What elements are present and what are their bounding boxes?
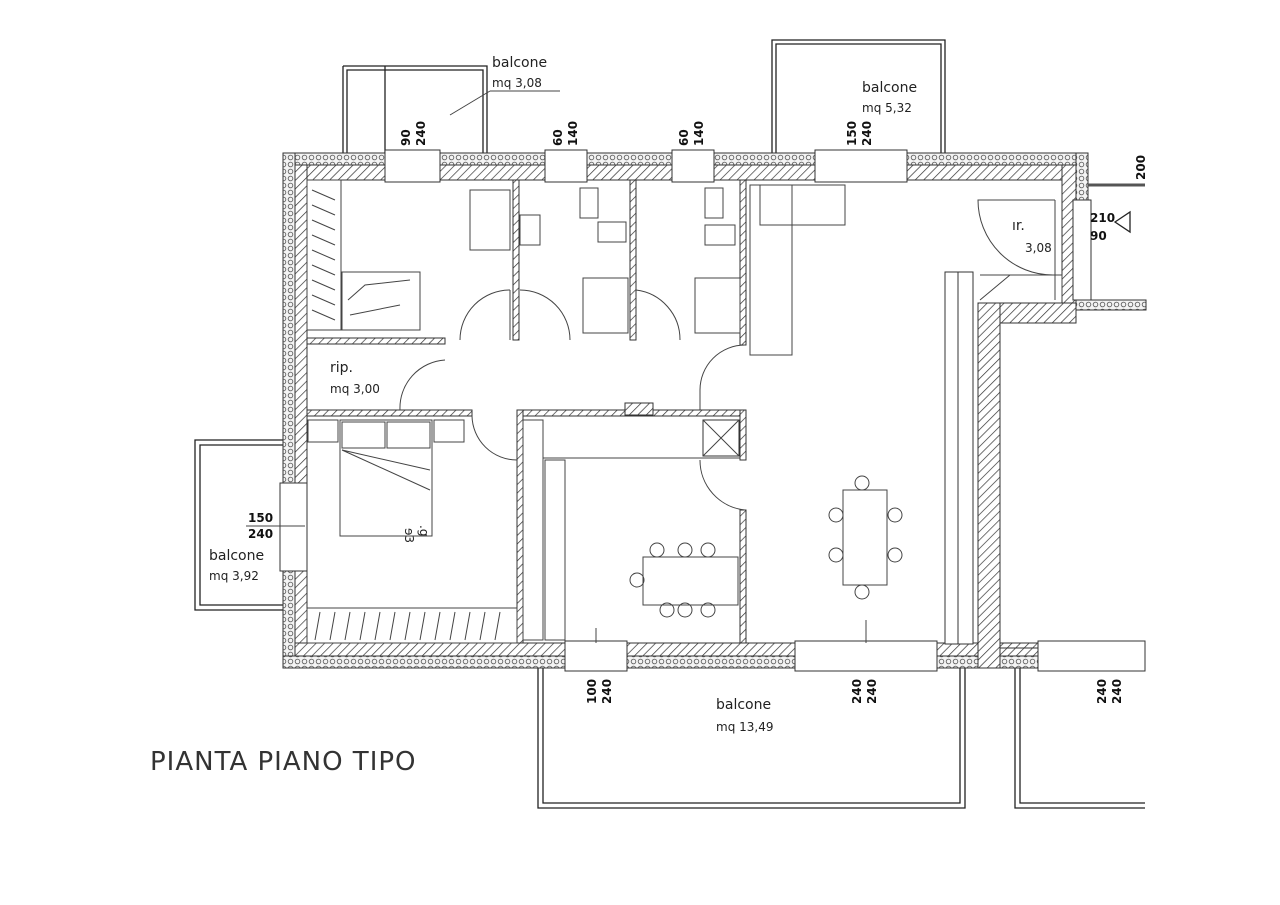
balcony-labels: balcone mq 3,08 balcone mq 5,32 balcone … [209, 55, 917, 734]
window-height: 240 [1110, 679, 1124, 704]
room-label-entry: ır. [1012, 218, 1025, 234]
window-height: 240 [865, 679, 879, 704]
room-label-rip: rip. [330, 360, 353, 376]
window-width: 90 [399, 129, 413, 146]
window-height: 240 [860, 121, 874, 146]
interior-walls [306, 179, 1063, 645]
room-area-entry: 3,08 [1025, 241, 1052, 255]
balcony-area: mq 3,92 [209, 569, 259, 583]
window-width: 240 [850, 679, 864, 704]
furniture [306, 179, 903, 644]
window-width: 240 [1095, 679, 1109, 704]
window-width: 60 [551, 129, 565, 146]
room-labels: rip. mq 3,00 ır. 3,08 ɘ3 .g [330, 218, 1052, 543]
balcony-area: mq 3,08 [492, 76, 542, 90]
railing-dimension: 200 [1134, 155, 1148, 180]
window-height: 140 [566, 121, 580, 146]
window-width: 60 [677, 129, 691, 146]
balcony-label: balcone [862, 80, 917, 96]
window-width: 150 [845, 121, 859, 146]
balcony-area: mq 5,32 [862, 101, 912, 115]
window-height: 240 [600, 679, 614, 704]
doors [399, 199, 1056, 511]
windows [279, 149, 1146, 672]
window-width: 100 [585, 679, 599, 704]
balcony-outlines [194, 39, 1145, 809]
window-height: 240 [248, 527, 273, 541]
bed-text: .g [417, 525, 431, 536]
door-height: 210 [1090, 211, 1115, 225]
balcony-label: balcone [716, 697, 771, 713]
door-width: 90 [1090, 229, 1107, 243]
room-area-rip: mq 3,00 [330, 382, 380, 396]
plan-title: PIANTA PIANO TIPO [150, 747, 417, 777]
balcony-area: mq 13,49 [716, 720, 773, 734]
window-width: 150 [248, 511, 273, 525]
entry-marker-icon [1113, 210, 1131, 234]
bed-text: ɘ3 [402, 528, 416, 543]
window-dimensions: 90 240 60 140 60 140 150 240 150 240 100… [246, 121, 1148, 704]
balcony-label: balcone [492, 55, 547, 71]
window-height: 240 [414, 121, 428, 146]
balcony-label: balcone [209, 548, 264, 564]
window-height: 140 [692, 121, 706, 146]
